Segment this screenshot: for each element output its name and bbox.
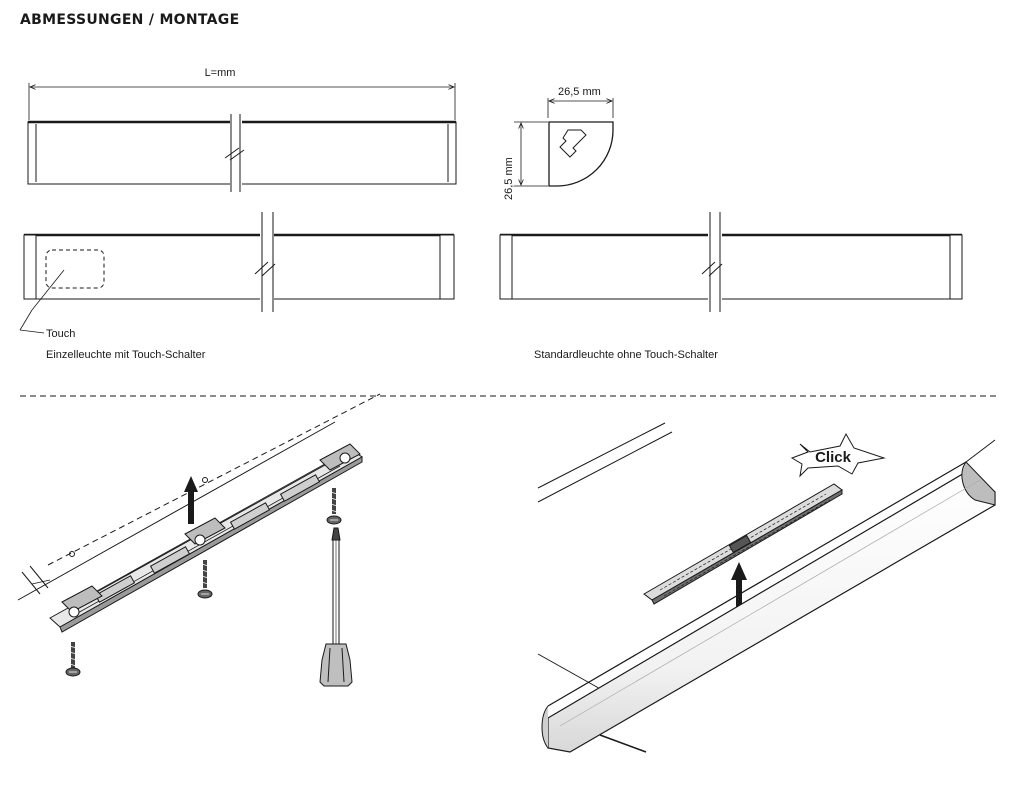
height-label: 26,5 mm: [503, 157, 515, 200]
width-label: 26,5 mm: [558, 86, 601, 98]
screw-right: [326, 488, 342, 525]
click-callout: Click: [790, 432, 886, 478]
click-label: Click: [815, 449, 852, 466]
cross-section-view: [514, 98, 614, 187]
screw-left: [65, 642, 81, 677]
length-view: [27, 83, 457, 192]
mounting-step-click: [537, 422, 996, 753]
screwdriver: [319, 527, 353, 687]
touch-variant-caption: Einzelleuchte mit Touch-Schalter: [46, 349, 206, 361]
length-label: L=mm: [205, 67, 236, 79]
standard-variant-view: [499, 212, 963, 312]
standard-variant-caption: Standardleuchte ohne Touch-Schalter: [534, 349, 718, 361]
touch-variant-view: [19, 212, 455, 334]
touch-sensor-area: [45, 249, 105, 289]
page-title: ABMESSUNGEN / MONTAGE: [20, 12, 240, 28]
screw-middle: [197, 560, 213, 599]
mounting-step-screws: [17, 393, 381, 687]
touch-label: Touch: [46, 328, 75, 340]
